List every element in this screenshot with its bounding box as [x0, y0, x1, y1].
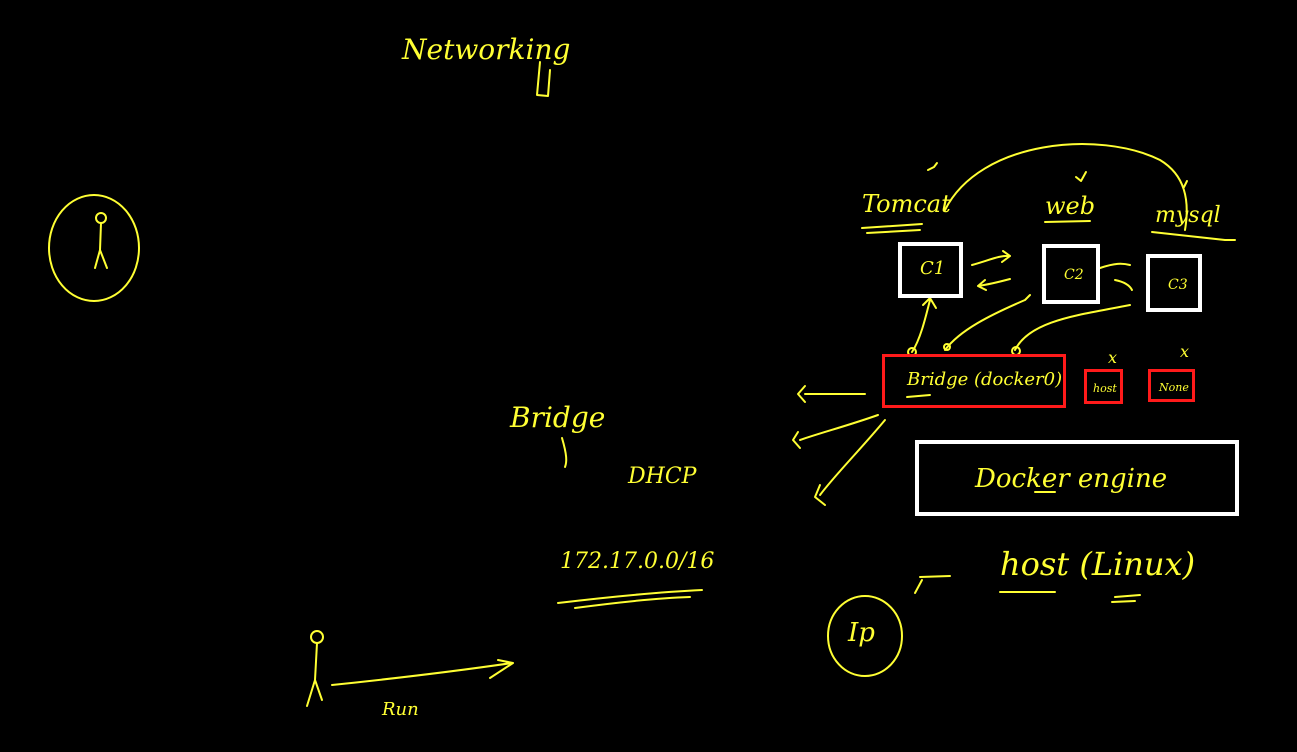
none-cross-mark: x: [1180, 342, 1190, 361]
container-box-c2: C2: [1042, 244, 1100, 304]
container-label-c1: C1: [920, 258, 946, 279]
subnet-note: 172.17.0.0/16: [560, 549, 715, 574]
docker-engine-box: Docker engine: [915, 440, 1239, 516]
host-network-box: host: [1084, 369, 1123, 404]
container-name-web: web: [1045, 192, 1096, 220]
bridge-out-arrow-2: [792, 414, 879, 449]
bridge-note: Bridge: [510, 401, 606, 434]
run-label: Run: [382, 699, 419, 720]
none-network-label: None: [1159, 381, 1189, 394]
host-cross-mark: x: [1108, 348, 1118, 367]
bridge-network-box: Bridge (docker0): [882, 354, 1066, 408]
bridge-out-arrow-3: [814, 419, 886, 506]
ip-circle: [827, 595, 903, 677]
docker-engine-label: Docker engine: [975, 464, 1168, 494]
host-network-label: host: [1093, 382, 1117, 395]
bridge-out-arrow-1: [797, 385, 866, 403]
none-network-box: None: [1148, 369, 1195, 402]
container-label-c3: C3: [1168, 277, 1188, 293]
container-label-c2: C2: [1064, 267, 1084, 283]
run-arrow: [331, 659, 514, 686]
person-circle-left: [48, 194, 140, 302]
bridge-c1-link: [911, 297, 937, 353]
container-box-c3: C3: [1146, 254, 1202, 312]
container-name-mysql: mysql: [1155, 203, 1221, 228]
ip-label: Ip: [848, 618, 875, 648]
c1-c2-arrows: [971, 250, 1011, 291]
host-arrow: [914, 575, 951, 594]
stick-figure-head: [310, 630, 324, 644]
bridge-network-label: Bridge (docker0): [907, 369, 1063, 390]
page-title: Networking: [402, 33, 571, 66]
tomcat-mysql-link: [944, 143, 1188, 231]
container-name-tomcat: Tomcat: [862, 190, 951, 218]
dhcp-note: DHCP: [628, 464, 697, 489]
host-linux-label: host (Linux): [1000, 545, 1196, 583]
container-box-c1: C1: [898, 242, 963, 298]
c2-c3-arrows: [1099, 262, 1133, 291]
